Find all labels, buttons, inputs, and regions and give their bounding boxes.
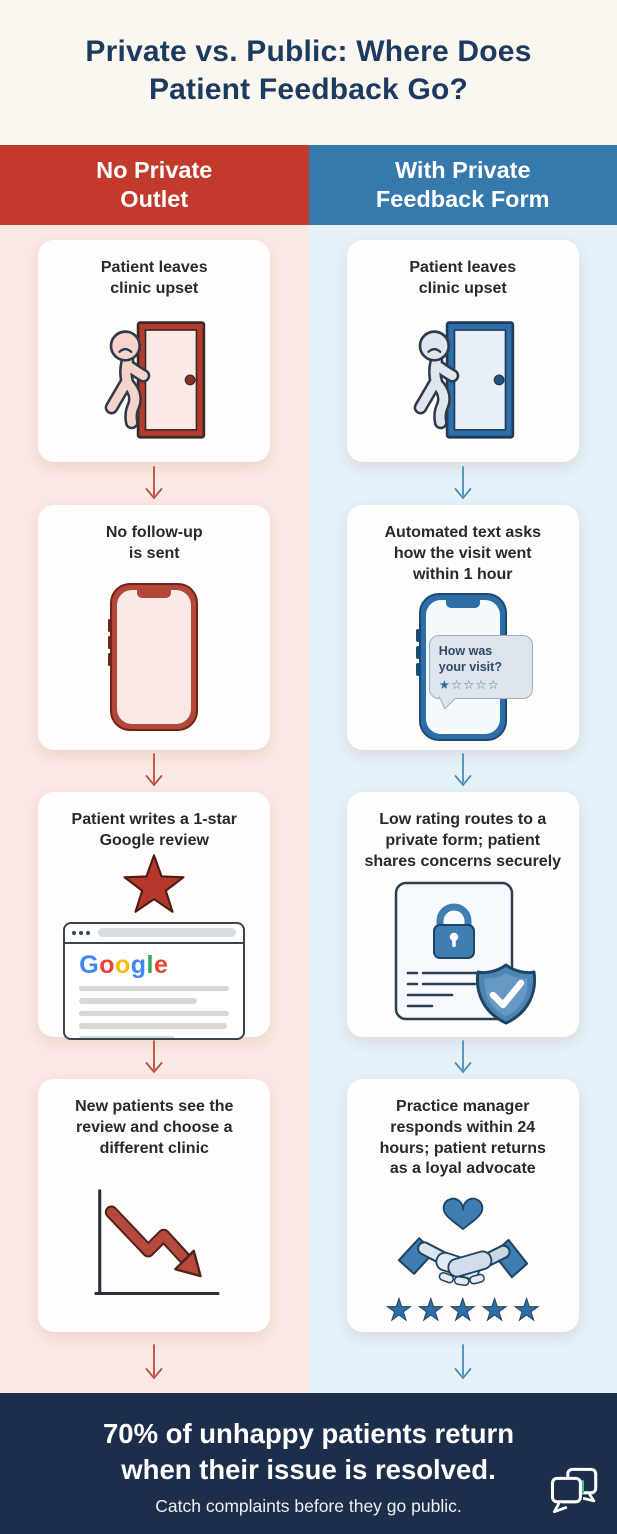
star-google-browser-icon: Google [38,852,270,1040]
column-no-private-outlet: Patient leaves clinic upset [0,225,309,1393]
flow-arrow-down [143,1332,165,1393]
card-title: Patient leaves clinic upset [409,259,517,297]
rating-stars: ★☆☆☆☆ [438,678,500,693]
card-private-form: Low rating routes to a private form; pat… [346,792,579,1037]
comparison-columns: Patient leaves clinic upset [0,225,617,1393]
card-title: Patient writes a 1-star Google review [71,811,237,849]
browser-window: Google [63,921,246,1040]
column-with-private-feedback: Patient leaves clinic upset [308,225,617,1393]
card-patient-leaves-left: Patient leaves clinic upset [38,240,271,462]
footer-headline: 70% of unhappy patients return when thei… [102,1418,515,1485]
footer-subtext: Catch complaints before they go public. [155,1495,462,1516]
handshake-heart-icon: ★★★★★ [347,1180,579,1332]
title-section: Private vs. Public: Where Does Patient F… [0,0,617,145]
flow-arrow-down [452,462,474,505]
card-automated-text: Automated text asks how the visit went w… [346,505,579,750]
flow-arrow-down [143,750,165,792]
card-patients-choose-different: New patients see the review and choose a… [38,1079,271,1332]
flow-arrow-down [452,1037,474,1079]
card-title: Automated text asks how the visit went w… [384,524,542,583]
door-exit-icon [38,300,270,462]
flow-arrow-down [143,462,165,505]
card-title: New patients see the review and choose a… [75,1098,234,1157]
address-bar [98,928,237,938]
search-result-lines [65,985,243,1038]
chat-bubbles-icon [548,1464,602,1523]
card-google-review: Patient writes a 1-star Google review Go… [38,792,271,1040]
card-loyal-advocate: Practice manager responds within 24 hour… [346,1079,579,1332]
card-patient-leaves-right: Patient leaves clinic upset [346,240,579,462]
door-exit-icon [347,300,579,462]
google-logo: Google [79,950,169,979]
footer-banner: 70% of unhappy patients return when thei… [0,1393,617,1534]
card-title: Patient leaves clinic upset [100,259,208,297]
five-star-rating: ★★★★★ [385,1294,545,1328]
card-no-follow-up: No follow-up is sent [38,505,271,750]
phone-message-icon: How was your visit? ★☆☆☆☆ [347,585,579,750]
declining-chart-icon [38,1159,270,1332]
flow-arrow-down [143,1037,165,1079]
flow-arrow-down [452,750,474,792]
one-star-icon [123,853,185,913]
column-headers: No Private Outlet With Private Feedback … [0,145,617,225]
header-with-private-feedback-form: With Private Feedback Form [308,145,617,225]
card-title: No follow-up is sent [105,524,203,562]
browser-toolbar [65,924,244,944]
card-title: Low rating routes to a private form; pat… [364,811,562,870]
secure-form-shield-icon [347,872,579,1037]
page-title: Private vs. Public: Where Does Patient F… [85,35,532,106]
sms-message: How was your visit? [438,643,502,674]
sms-bubble: How was your visit? ★☆☆☆☆ [428,634,533,700]
card-title: Practice manager responds within 24 hour… [379,1098,546,1178]
header-no-private-outlet: No Private Outlet [0,145,309,225]
flow-arrow-down [452,1332,474,1393]
phone-icon [38,565,270,750]
